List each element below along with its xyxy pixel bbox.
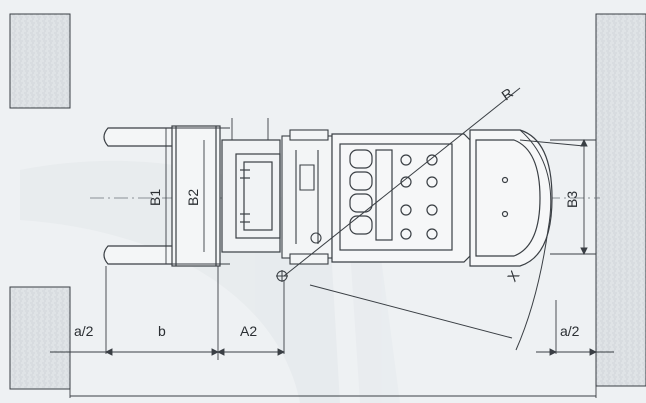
label-a2: A2 (240, 323, 257, 339)
fork-carriage (171, 125, 221, 267)
wall-top-left (9, 13, 71, 109)
wall-bottom-left (9, 286, 71, 390)
turning-geometry (276, 87, 585, 351)
label-x: X (504, 267, 523, 284)
label-a-half-left: a/2 (74, 323, 94, 339)
dimension-lines (50, 118, 614, 398)
front-section (281, 129, 333, 265)
counterweight (469, 129, 553, 267)
wall-right (595, 13, 646, 387)
truck-body (331, 133, 471, 263)
mast (221, 139, 281, 253)
label-r: R (498, 85, 515, 104)
label-b1: B1 (147, 189, 163, 206)
label-b3: B3 (564, 191, 580, 208)
label-b2: B2 (185, 189, 201, 206)
aisle-walls (9, 13, 646, 390)
label-b: b (158, 323, 166, 339)
forks (103, 127, 177, 265)
label-a-half-right: a/2 (560, 323, 580, 339)
